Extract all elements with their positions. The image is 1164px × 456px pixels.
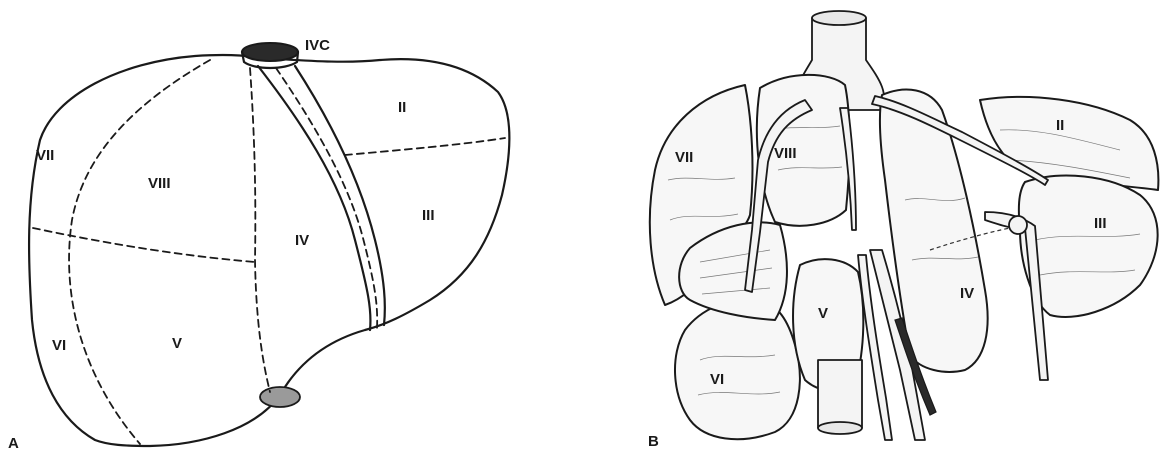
ivc-bottom: [818, 360, 862, 428]
seg-line-middle-vertical: [250, 68, 270, 392]
panel-b: II III IV V VI VII VIII B: [648, 11, 1158, 450]
seg-b-vi: VI: [710, 371, 724, 388]
seg-b-ii: II: [1056, 117, 1064, 134]
seg-a-iii: III: [422, 207, 435, 224]
seg-line-right-vertical: [69, 60, 210, 444]
seg-a-v: V: [172, 335, 182, 352]
ivc-label: IVC: [305, 37, 330, 54]
seg-a-ii: II: [398, 99, 406, 116]
portal-branch-knot: [1009, 216, 1027, 234]
ivc-opening: [242, 43, 298, 61]
panel-a-label: A: [8, 435, 19, 452]
lobe-vi: [675, 299, 800, 439]
seg-a-iv: IV: [295, 232, 309, 249]
seg-b-iv: IV: [960, 285, 974, 302]
ivc-bottom-opening: [818, 422, 862, 434]
falciform-line-left: [258, 66, 370, 330]
seg-b-v: V: [818, 305, 828, 322]
seg-a-viii: VIII: [148, 175, 171, 192]
seg-a-vi: VI: [52, 337, 66, 354]
seg-line-right-horizontal: [33, 228, 255, 262]
seg-b-iii: III: [1094, 215, 1107, 232]
seg-b-vii: VII: [675, 149, 693, 166]
seg-line-left-horizontal: [345, 138, 505, 155]
gallbladder: [260, 387, 300, 407]
seg-b-viii: VIII: [774, 145, 797, 162]
seg-a-vii: VII: [36, 147, 54, 164]
panel-a: IVC II III IV V VI VII VIII A: [8, 37, 509, 452]
ivc-top-opening: [812, 11, 866, 25]
panel-b-label: B: [648, 433, 659, 450]
